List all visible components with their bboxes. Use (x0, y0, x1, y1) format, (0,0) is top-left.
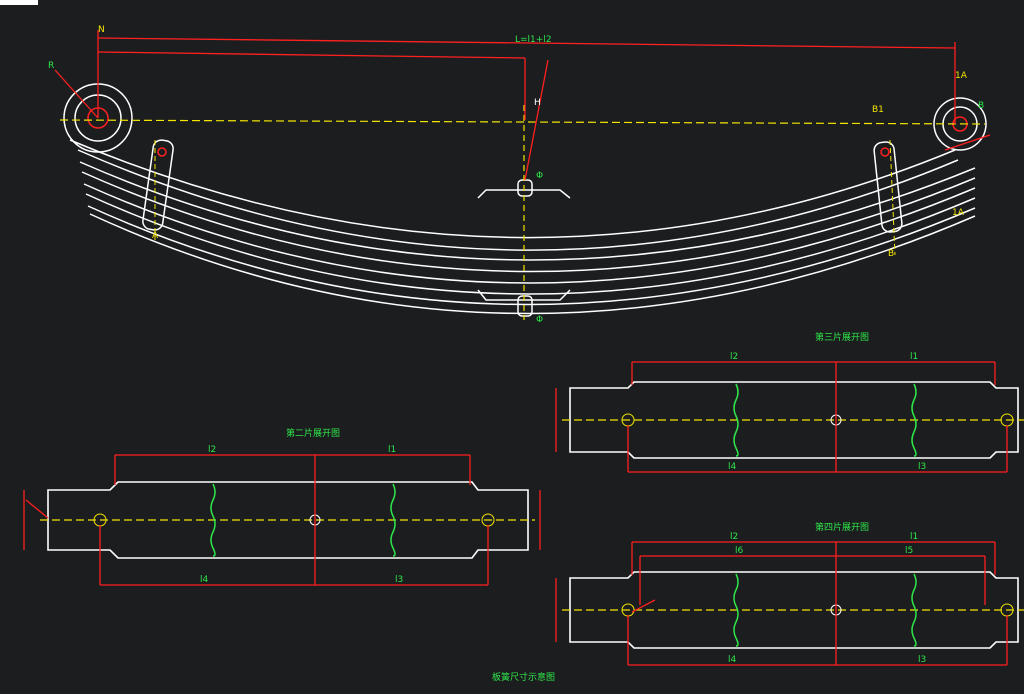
right-top-view-dim-1: l1 (910, 352, 918, 362)
right-bottom-view-dim-4: l4 (728, 655, 737, 665)
label-center-bolt: Φ (536, 171, 543, 181)
center-bolt-nut (517, 295, 533, 317)
left-flat-view: 第二片展开图 l2 l1 l4 l3 (23, 427, 541, 586)
left-view-outline (47, 481, 529, 559)
right-clip-axis (889, 139, 896, 256)
left-view-dim-2: l4 (200, 575, 209, 585)
left-view-dim-3: l3 (395, 575, 403, 585)
dim-l1 (97, 51, 526, 59)
label-overall-length: L=l1+l2 (515, 35, 552, 45)
dim-overall (97, 37, 956, 49)
left-view-dim-1: l1 (388, 445, 396, 455)
left-view-title: 第二片展开图 (286, 427, 340, 439)
left-view-dims (23, 454, 541, 586)
right-top-view-dims (555, 361, 1008, 473)
right-eye-outer (933, 97, 987, 151)
footer-caption: 板簧尺寸示意图 (492, 671, 555, 683)
right-bottom-flat-view: 第四片展开图 l2 l6 (555, 521, 1024, 666)
dim-right-eye-leader (944, 134, 991, 151)
label-right-bottom: 1A (952, 208, 965, 218)
leaf-1-bottom (77, 149, 959, 251)
label-bottom-bolt: Φ (536, 315, 543, 325)
center-plate-top (477, 189, 571, 199)
right-bottom-view-title: 第四片展开图 (815, 521, 869, 533)
window-corner-mark (0, 0, 38, 5)
center-plate-bottom (477, 289, 571, 301)
label-right-top: 1A (955, 71, 968, 81)
right-bottom-view-dim-1: l6 (735, 546, 744, 556)
right-bottom-view-dim-5: l3 (918, 655, 926, 665)
right-clip (873, 141, 903, 233)
label-eye-radius: R (48, 61, 54, 71)
label-top-left-mark: N (98, 25, 105, 35)
right-top-view-break-1 (733, 383, 739, 457)
right-bottom-view-dim-0: l2 (730, 532, 738, 542)
right-bottom-view-break-1 (733, 573, 739, 647)
right-top-view-dim-2: l4 (728, 462, 737, 472)
right-top-view-break-2 (911, 383, 917, 457)
right-bottom-view-dim-2: l5 (905, 546, 913, 556)
right-bottom-view-dim-3: l1 (910, 532, 918, 542)
left-view-dim-0: l2 (208, 445, 216, 455)
label-right-dim: B1 (872, 105, 884, 115)
left-clip (142, 139, 174, 231)
assembly-dimensions (54, 30, 991, 181)
leaf-3-bottom (85, 193, 976, 295)
leaf-2-top (79, 161, 976, 261)
leaf-4-top (87, 205, 976, 306)
right-top-view-title: 第三片展开图 (815, 331, 869, 343)
leaf-4-bottom (89, 213, 976, 315)
main-spring-assembly (63, 83, 987, 317)
right-clip-bolt (880, 147, 890, 157)
dim-height-leader (524, 59, 549, 181)
leaf-3-top (83, 183, 976, 284)
leaf-2-bottom (81, 171, 976, 273)
label-right-pin: B (888, 249, 894, 259)
dim-eye-radius-leader (54, 69, 99, 119)
left-view-break-1 (210, 483, 216, 557)
label-left-pin: A (152, 231, 159, 241)
leaf-1-top (69, 139, 956, 239)
right-top-flat-view: 第三片展开图 l2 l1 l4 l3 (555, 331, 1024, 473)
left-clip-bolt (157, 147, 167, 157)
left-view-break-2 (390, 483, 396, 557)
assembly-centerline (59, 119, 986, 125)
label-height: H (534, 98, 541, 108)
right-top-view-dim-3: l3 (918, 462, 926, 472)
right-top-view-dim-0: l2 (730, 352, 738, 362)
label-width-mark: B (978, 101, 984, 111)
center-bolt-head (517, 179, 533, 197)
right-bottom-view-dims (555, 541, 1008, 666)
right-bottom-view-break-2 (911, 573, 917, 647)
